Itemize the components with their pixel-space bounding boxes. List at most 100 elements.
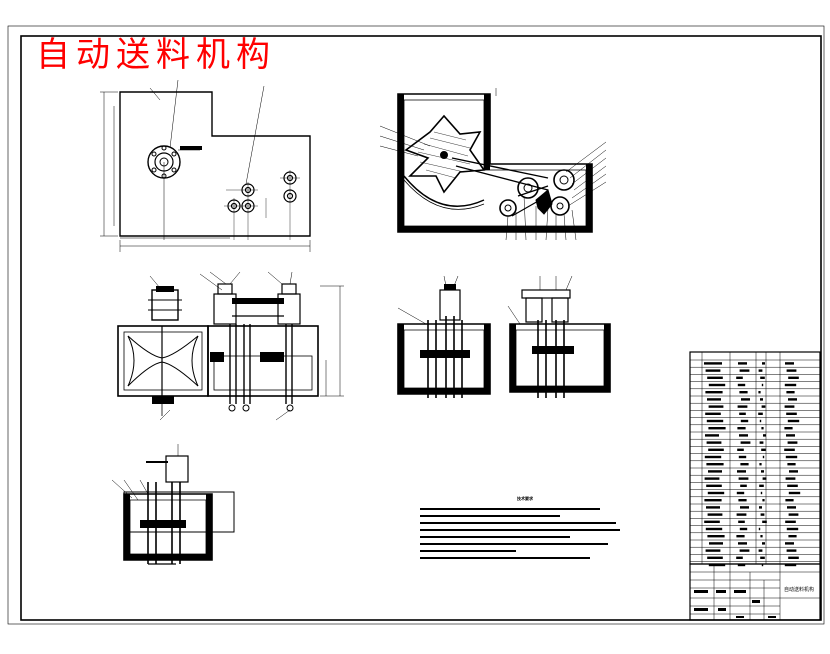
parts-list-cell-mark — [705, 412, 721, 415]
parts-list-cell-mark — [758, 369, 763, 372]
parts-list-cell-mark — [761, 448, 766, 451]
parts-list-cell-mark — [761, 427, 764, 430]
parts-list-cell-mark — [736, 513, 747, 516]
parts-list-cell-mark — [708, 448, 724, 451]
parts-list-cell-mark — [762, 499, 765, 502]
parts-list-cell-mark — [705, 369, 721, 372]
parts-list-cell-mark — [759, 506, 762, 509]
parts-list-cell-mark — [758, 549, 763, 552]
parts-list-cell-mark — [786, 391, 795, 394]
parts-list-cell-mark — [738, 477, 749, 480]
parts-list-cell-mark — [706, 463, 724, 466]
parts-list-cell-mark — [762, 477, 767, 480]
parts-list-cell-mark — [787, 419, 800, 423]
parts-list-cell-mark — [788, 556, 799, 559]
parts-list-cell-mark — [786, 412, 797, 415]
parts-list-cell-mark — [708, 563, 726, 567]
parts-list-cell-mark — [787, 441, 798, 444]
parts-list-cell-mark — [786, 549, 797, 552]
parts-list-cell-mark — [786, 527, 799, 531]
parts-list-cell-mark — [738, 499, 747, 502]
parts-list-cell-mark — [786, 434, 795, 437]
parts-list-cell-mark — [704, 455, 722, 459]
parts-list-cell-mark — [759, 484, 764, 487]
parts-list-cell-mark — [736, 491, 745, 495]
parts-list-cell-mark — [784, 563, 797, 567]
parts-list-cell-mark — [759, 463, 762, 466]
parts-list-cell-mark — [737, 427, 746, 430]
parts-list-cell-mark — [784, 448, 795, 451]
parts-list-cell-mark — [739, 412, 746, 415]
parts-list-cell-mark — [705, 391, 723, 394]
parts-list-cell-mark — [740, 419, 749, 423]
parts-list-cell-mark — [740, 484, 747, 487]
parts-list-cell-mark — [739, 434, 748, 437]
parts-list-cell-mark — [758, 391, 761, 394]
section-view-main — [379, 88, 607, 241]
bottom-section-view — [111, 444, 235, 565]
parts-list-cell-mark — [708, 427, 726, 430]
parts-list-cell-mark — [788, 398, 797, 401]
parts-list-cell-mark — [784, 427, 793, 430]
parts-list-cell-mark — [706, 441, 722, 444]
parts-list-cell-mark — [741, 398, 750, 401]
parts-list-cell-mark — [785, 520, 796, 523]
parts-list-cell-mark — [762, 542, 765, 545]
parts-list-cell-mark — [704, 520, 720, 523]
parts-list-cell-mark — [704, 499, 722, 502]
parts-list-cell-mark — [788, 535, 797, 538]
parts-list-cell-mark — [736, 376, 743, 379]
parts-list-cell-mark — [759, 441, 764, 444]
parts-list-cell-mark — [736, 556, 743, 559]
parts-list-cell-mark — [760, 376, 765, 379]
parts-list-cell-mark — [739, 369, 750, 372]
parts-list-cell-mark — [760, 491, 763, 495]
notes-line-mark — [420, 536, 570, 538]
parts-list-cell-mark — [708, 405, 724, 408]
technical-notes: 技术要求 — [420, 495, 630, 564]
parts-list-cell-mark — [788, 376, 799, 379]
parts-list-cell-mark — [737, 448, 744, 451]
parts-list-cell-mark — [785, 477, 796, 480]
notes-heading: 技术要求 — [517, 496, 533, 501]
parts-list-cell-mark — [758, 527, 761, 531]
title-block-name: 自动送料机构 — [784, 587, 815, 593]
parts-list-cell-mark — [784, 383, 797, 387]
parts-list-cell-mark — [737, 563, 746, 567]
parts-list-cell-mark — [706, 419, 724, 423]
parts-list-cell-mark — [737, 405, 748, 408]
parts-list-cell-mark — [788, 513, 799, 516]
parts-list-cell-mark — [760, 513, 765, 516]
parts-list-cell-mark — [762, 520, 767, 523]
drawing-frame — [7, 25, 825, 625]
parts-list-table — [689, 351, 821, 567]
parts-list-cell-mark — [785, 499, 794, 502]
parts-list-cell-mark — [761, 405, 766, 408]
front-view — [117, 271, 344, 421]
notes-line-mark — [420, 550, 516, 552]
parts-list-cell-mark — [760, 556, 765, 559]
parts-list-cell-mark — [787, 463, 796, 466]
notes-line-mark — [420, 557, 590, 559]
parts-list-cell-mark — [707, 398, 721, 401]
parts-list-cell-mark — [738, 362, 747, 365]
parts-list-cell-mark — [738, 542, 747, 545]
parts-list-cell-mark — [784, 405, 795, 408]
parts-list-cell-mark — [738, 455, 747, 459]
parts-list-cell-mark — [709, 542, 723, 545]
parts-list-cell-mark — [740, 463, 749, 466]
parts-list-cell-mark — [762, 362, 765, 365]
drawing-title: 自动送料机构 — [36, 35, 276, 75]
parts-list-cell-mark — [738, 520, 745, 523]
parts-list-cell-mark — [787, 484, 798, 487]
parts-list-cell-mark — [706, 506, 720, 509]
parts-list-cell-mark — [740, 441, 751, 444]
parts-list-cell-mark — [737, 383, 746, 387]
parts-list-cell-mark — [761, 470, 764, 473]
side-section-view — [397, 275, 491, 398]
parts-list-cell-mark — [706, 484, 722, 487]
parts-list-cell-mark — [704, 477, 720, 480]
parts-list-cell-mark — [786, 369, 797, 372]
notes-lines — [420, 508, 630, 559]
